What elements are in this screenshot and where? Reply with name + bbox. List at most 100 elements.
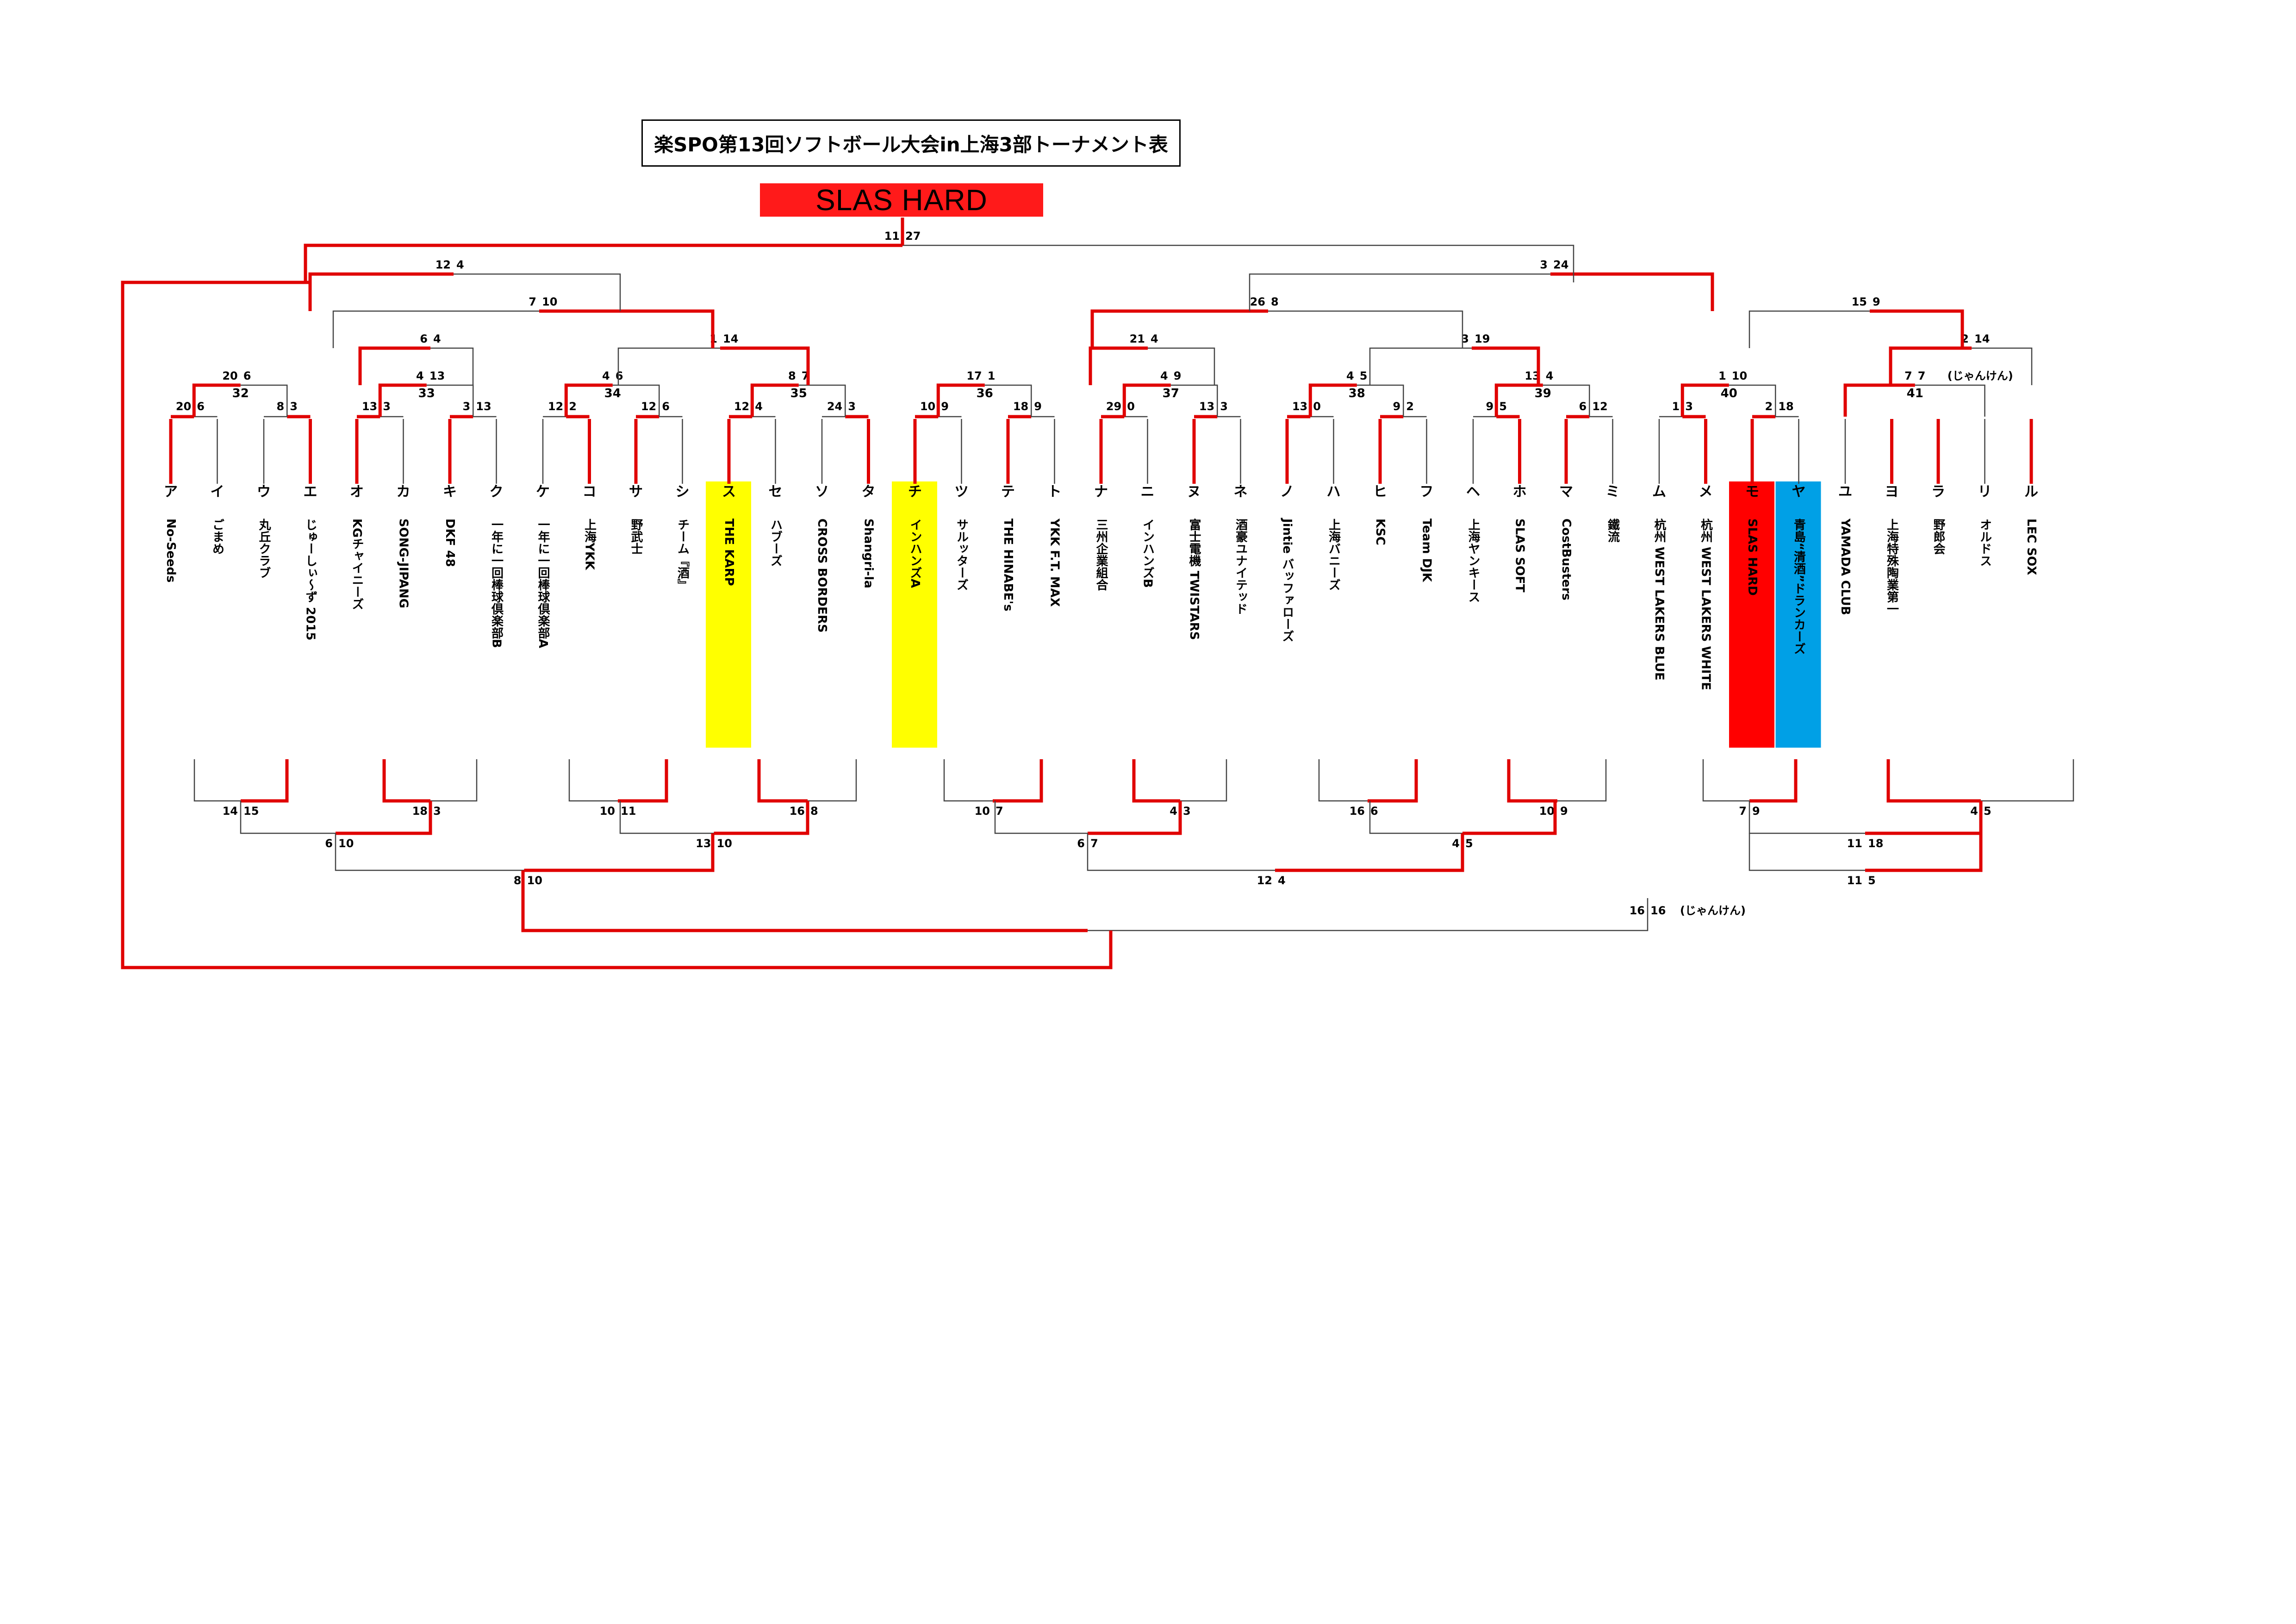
- upper-line-right: [1870, 309, 1964, 348]
- team-kana: モ: [1745, 484, 1759, 500]
- upper-line-left: [1090, 309, 1268, 348]
- team-kana: サ: [629, 484, 643, 500]
- bottom2-line-right: [1462, 801, 1557, 835]
- second-line-left: [1680, 383, 1729, 417]
- bottom-final-left: [521, 870, 1088, 932]
- bottom-score-left: 16: [790, 805, 805, 818]
- second-score-left: 20: [222, 369, 237, 382]
- bottom2-line-right: [336, 801, 432, 835]
- second-score-left: 8: [788, 369, 796, 382]
- top-score-left: 9: [1393, 400, 1401, 413]
- bottom3-line-right: [1865, 833, 1983, 872]
- bottom-line-left: [568, 759, 618, 802]
- team-kana: イ: [211, 484, 224, 500]
- second-line-left: [750, 383, 799, 417]
- team-name: 酒豪ユナイテッド: [1234, 518, 1248, 615]
- top-score-left: 3: [463, 400, 471, 413]
- team-kana: キ: [443, 484, 457, 500]
- second-score-left: 4: [416, 369, 424, 382]
- second-score-right: 7: [1918, 369, 1926, 382]
- team-name: LEC SOX: [2024, 518, 2038, 575]
- team-name: チーム『酒』: [676, 518, 690, 591]
- match-number: 37: [1163, 387, 1179, 400]
- team-kana: ホ: [1513, 484, 1527, 500]
- team-name: Jintie バッファローズ: [1280, 518, 1294, 642]
- team-kana: ヘ: [1466, 484, 1480, 500]
- bottom2-score-right: 10: [338, 837, 354, 850]
- upper-line-left: [1089, 346, 1148, 385]
- top-score-left: 20: [176, 400, 191, 413]
- upper-score-left: 3: [1461, 332, 1469, 345]
- second-score-left: 4: [1346, 369, 1354, 382]
- bottom3-line-right: [524, 833, 715, 872]
- bottom2-line-left: [619, 801, 714, 834]
- bottom2-line-right: [1088, 801, 1182, 835]
- second-line-left: [1122, 383, 1171, 417]
- top-score-right: 0: [1127, 400, 1135, 413]
- bottom-line-right: [1180, 759, 1227, 802]
- top-score-right: 4: [755, 400, 763, 413]
- bottom2-score-left: 6: [325, 837, 333, 850]
- top-score-left: 10: [920, 400, 935, 413]
- upper-score-right: 4: [433, 332, 441, 345]
- second-line-right: [1729, 384, 1776, 417]
- upper-score-left: 26: [1250, 295, 1265, 308]
- team-name: CostBusters: [1559, 518, 1573, 600]
- second-score-right: 13: [429, 369, 445, 382]
- team-kana: ヌ: [1187, 484, 1201, 500]
- bottom-score-right: 9: [1752, 805, 1760, 818]
- upper-score-left: 21: [1130, 332, 1145, 345]
- return-path: [121, 281, 1113, 969]
- upper-score-right: 4: [1151, 332, 1158, 345]
- team-kana: ス: [722, 484, 736, 500]
- bottom3-score-left: 12: [1257, 874, 1272, 887]
- bottom-line-left: [1132, 759, 1180, 803]
- bottom2-score-right: 7: [1090, 837, 1098, 850]
- second-score-right: 1: [988, 369, 996, 382]
- bottom2-line-left: [994, 801, 1088, 834]
- team-kana: ミ: [1606, 484, 1620, 500]
- second-score-right: 6: [243, 369, 251, 382]
- second-line-left: [378, 383, 427, 417]
- team-highlight-34: [1729, 481, 1774, 748]
- upper-line-left: [1748, 310, 1870, 348]
- second-score-left: 4: [1160, 369, 1168, 382]
- bottom-score-right: 15: [243, 805, 259, 818]
- team-kana: ナ: [1094, 484, 1108, 500]
- upper-score-right: 14: [723, 332, 738, 345]
- second-line-right: [984, 384, 1032, 417]
- team-highlight-35: [1775, 481, 1821, 748]
- second-score-right: 5: [1360, 369, 1368, 382]
- top-score-right: 2: [569, 400, 577, 413]
- bottom-line-right: [1368, 759, 1418, 803]
- bottom-score-right: 8: [810, 805, 818, 818]
- team-name: 野郎会: [1931, 518, 1945, 555]
- match-number: 34: [604, 387, 621, 400]
- bottom3-score-right: 4: [1278, 874, 1286, 887]
- bottom2-score-left: 4: [1452, 837, 1460, 850]
- upper-score-left: 15: [1852, 295, 1867, 308]
- team-kana: メ: [1699, 484, 1713, 500]
- top-score-right: 6: [662, 400, 670, 413]
- team-kana: ト: [1048, 484, 1062, 500]
- upper-line-right: [1148, 347, 1215, 385]
- team-name: SONG‐JIPANG: [397, 518, 411, 608]
- top-score-left: 1: [1672, 400, 1680, 413]
- top-score-left: 13: [1292, 400, 1307, 413]
- bottom-score-left: 14: [223, 805, 238, 818]
- bottom3-score-left: 11: [1847, 874, 1862, 887]
- team-name: Shangri‐la: [862, 518, 876, 588]
- team-name: 一年に一回棒球倶楽部A: [536, 518, 550, 648]
- team-kana: カ: [397, 484, 411, 500]
- upper-line-left: [617, 347, 720, 385]
- team-kana: ユ: [1838, 484, 1852, 500]
- second-score-left: 7: [1904, 369, 1912, 382]
- second-line-right: [1356, 384, 1404, 417]
- top-score-right: 6: [197, 400, 205, 413]
- top-score-right: 3: [290, 400, 298, 413]
- top-score-left: 6: [1579, 400, 1587, 413]
- team-kana: ニ: [1141, 484, 1155, 500]
- bracket-title: 楽SPO第13回ソフトボール大会in上海3部トーナメント表: [641, 119, 1181, 167]
- bottom3-line-left: [1748, 833, 1865, 871]
- team-name: KGチャイニーズ: [350, 518, 364, 610]
